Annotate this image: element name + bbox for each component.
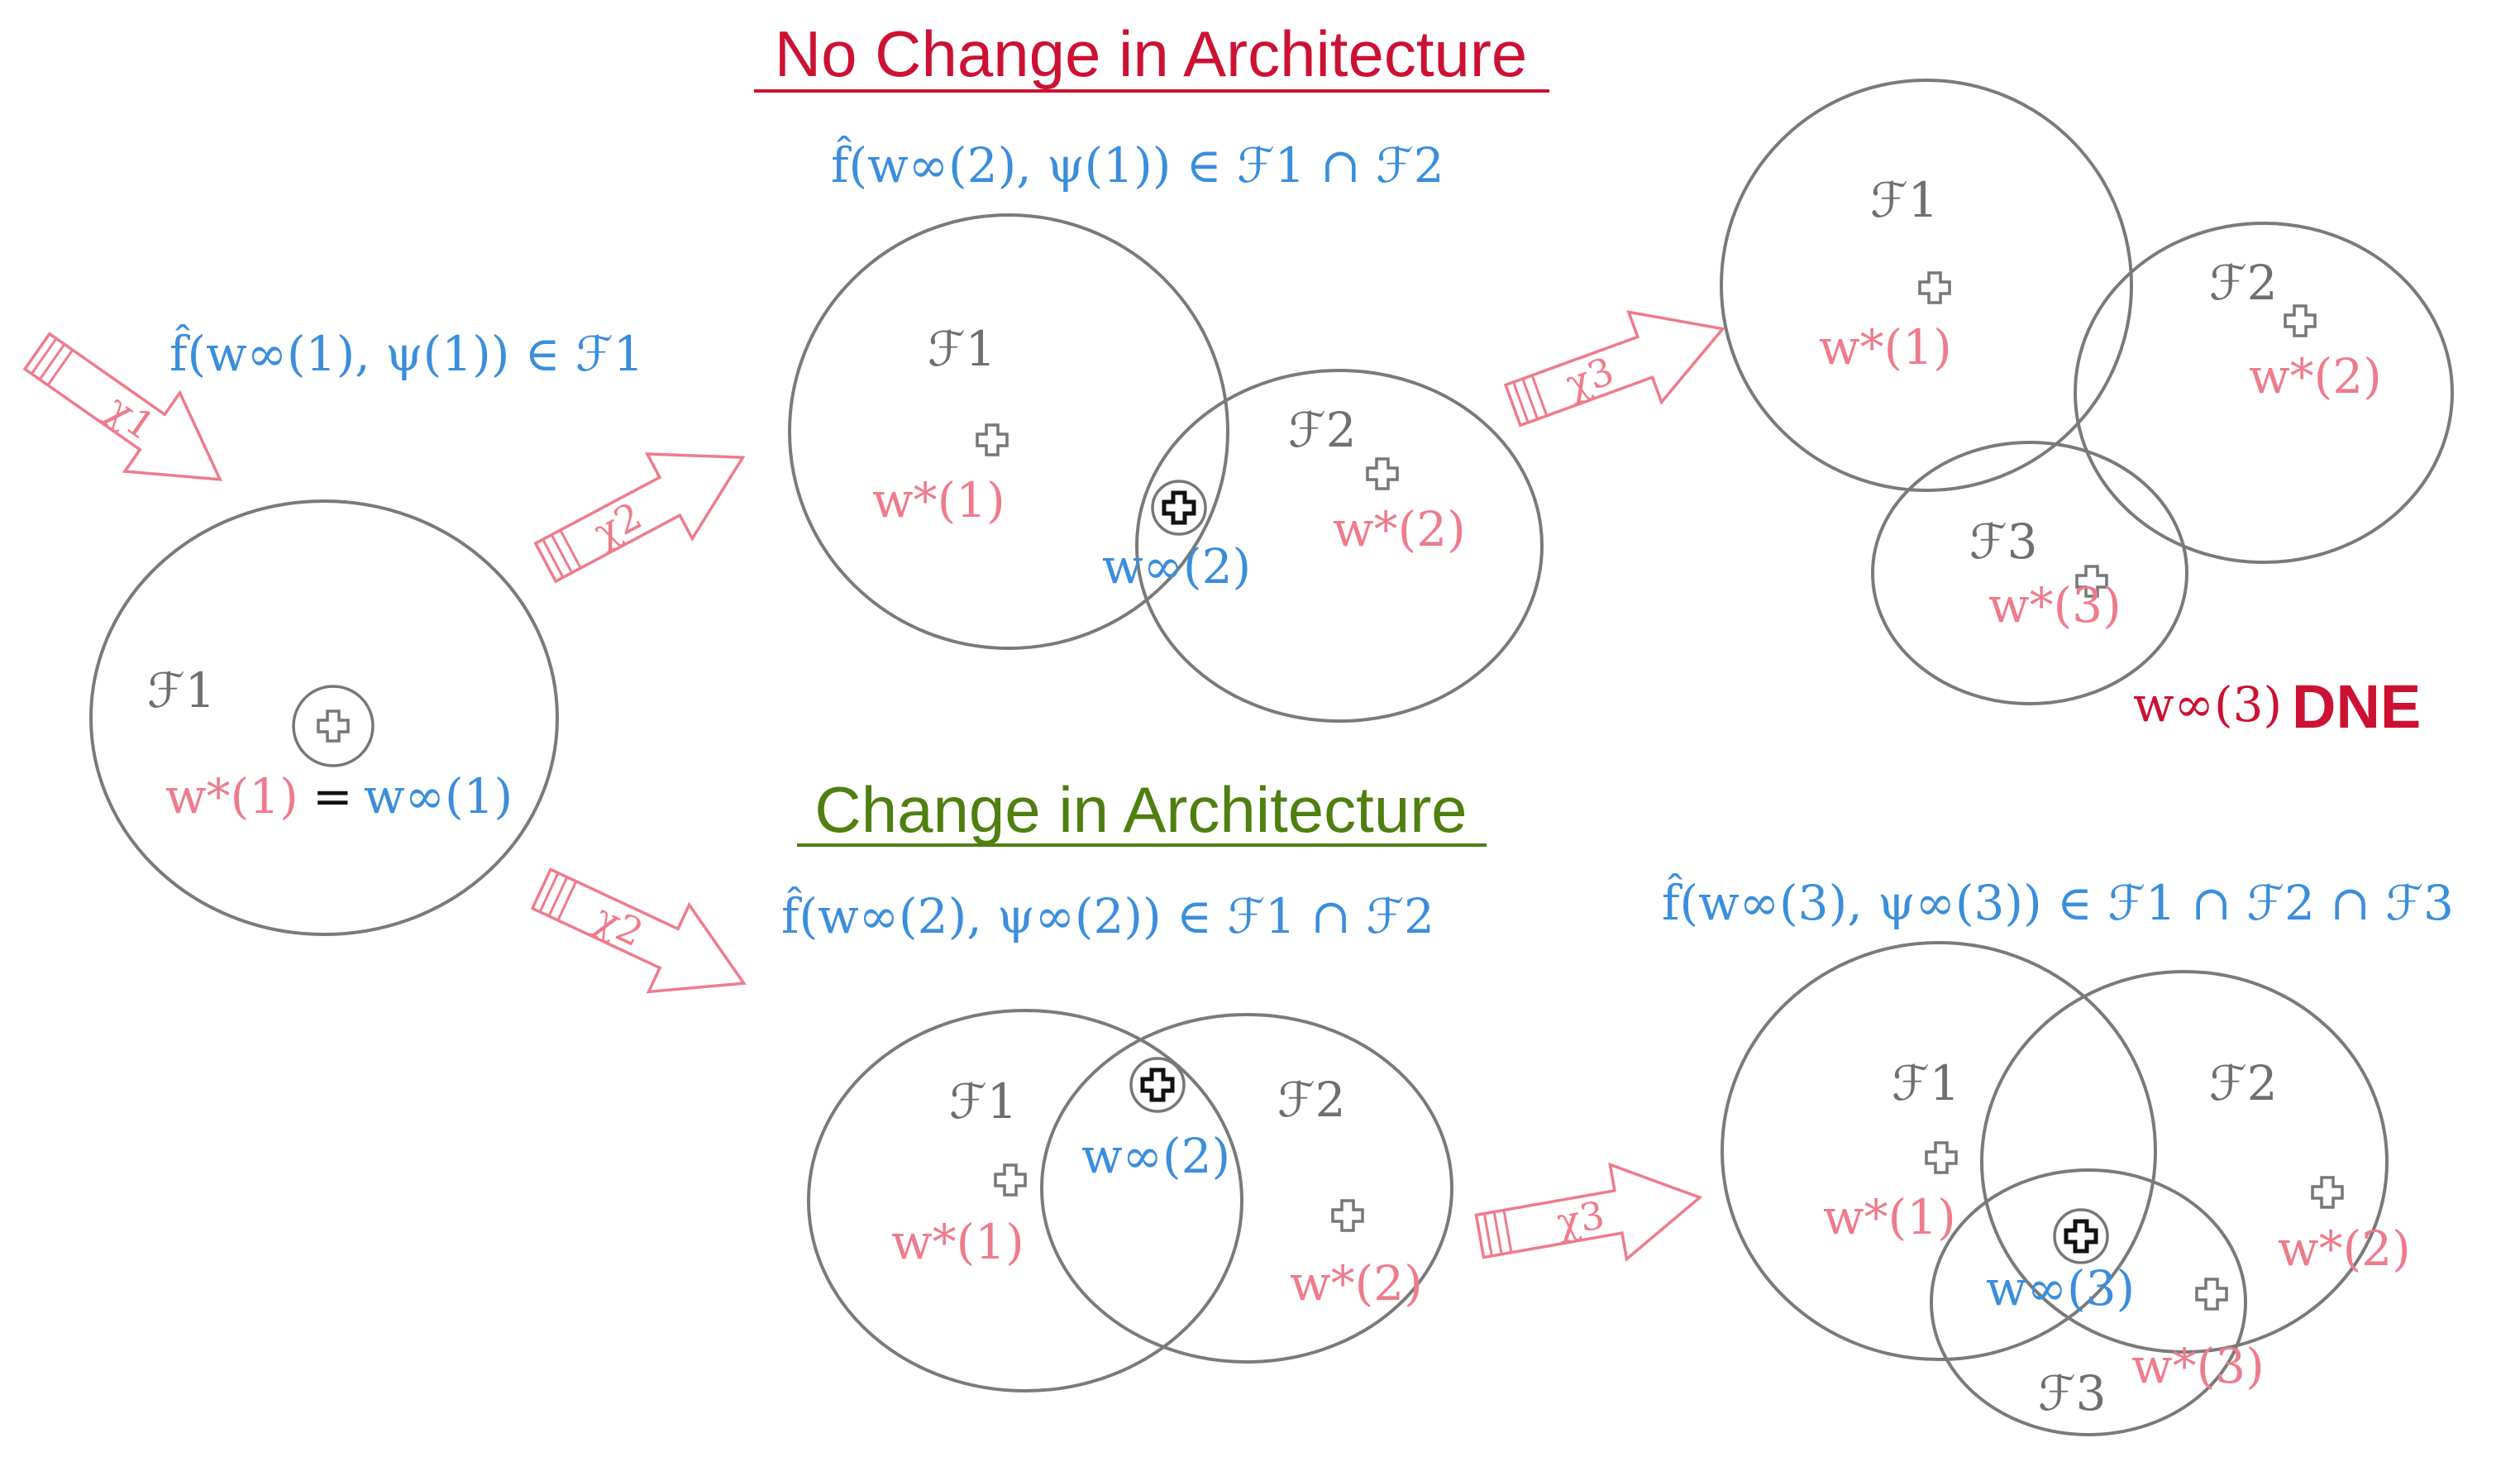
set-f1-circle — [1721, 941, 2157, 1361]
w-star-2-label: w*(2) — [1333, 501, 1466, 557]
arrow-chi2-bottom: χ2 — [519, 843, 766, 1029]
set-f3-circle — [1930, 1168, 2247, 1436]
formula-bottom-right: f̂(w∞(3), ψ∞(3)) ∈ ℱ1 ∩ ℱ2 ∩ ℱ3 — [1662, 872, 2454, 931]
w-star-1-label: w*(1) — [1823, 1189, 1956, 1245]
formula-left: f̂(w∞(1), ψ(1)) ∈ ℱ1 — [169, 323, 644, 382]
set-f2-label: ℱ2 — [1277, 1072, 1346, 1128]
w-star-1-cross — [976, 423, 1009, 456]
equals-sign: = — [313, 768, 353, 824]
set-f1-label: ℱ1 — [949, 1073, 1018, 1130]
w-inf-2-label: w∞(2) — [1102, 538, 1251, 595]
w-star-2-cross — [1366, 457, 1399, 490]
formula-bottom-middle: f̂(w∞(2), ψ∞(2)) ∈ ℱ1 ∩ ℱ2 — [781, 886, 1434, 944]
set-f2-circle — [1135, 369, 1544, 723]
w-star-1-cross — [1925, 1141, 1958, 1174]
bottom-middle-panel: ℱ1 ℱ2 w*(1) w*(2) w∞(2) — [807, 1009, 1453, 1393]
set-f2-circle — [2074, 222, 2454, 564]
top-right-panel: ℱ1 ℱ2 ℱ3 w*(1) w*(2) w*(3) w∞(3) DNE — [1720, 79, 2454, 741]
set-f2-circle — [1040, 1013, 1453, 1364]
arrow-chi3-bottom: χ3 — [1470, 1149, 1710, 1285]
w-star-1-label: w*(1) — [165, 768, 298, 824]
set-f1-label: ℱ1 — [928, 321, 996, 377]
set-f1-circle — [89, 499, 559, 936]
w-star-3-label: w*(3) — [1988, 577, 2121, 633]
set-f1-label: ℱ1 — [147, 662, 216, 719]
left-panel: ℱ1 w*(1) = w∞(1) — [89, 499, 559, 936]
set-f1-label: ℱ1 — [1892, 1055, 1960, 1111]
set-f2-circle — [1980, 970, 2389, 1354]
w-star-2-cross — [1331, 1199, 1364, 1232]
set-f1-circle — [788, 213, 1229, 650]
w-star-1-cross — [994, 1163, 1027, 1197]
w-star-2-cross — [2284, 304, 2317, 337]
w-star-1-label: w*(1) — [872, 472, 1005, 528]
set-f1-label: ℱ1 — [1870, 172, 1939, 228]
arrow-chi2-top: χ2 — [522, 413, 767, 606]
w-star-2-label: w*(2) — [1290, 1255, 1423, 1311]
w-inf-2-label: w∞(2) — [1081, 1128, 1230, 1184]
set-f3-label: ℱ3 — [1969, 514, 2038, 570]
w-inf-3-label: w∞(3) — [1986, 1260, 2135, 1316]
w-star-2-label: w*(2) — [2249, 348, 2382, 404]
w-star-1-label: w*(1) — [891, 1214, 1024, 1270]
w-star-3-cross — [2195, 1278, 2228, 1311]
w-star-2-cross — [2311, 1176, 2344, 1209]
w-inf-3-label: w∞(3) — [2133, 676, 2282, 733]
set-f2-label: ℱ2 — [1288, 402, 1357, 458]
set-f1-circle — [807, 1009, 1243, 1393]
set-f3-circle — [1871, 441, 2188, 705]
w-star-3-label: w*(3) — [2131, 1338, 2265, 1394]
dne-label: DNE — [2292, 672, 2421, 741]
top-middle-panel: ℱ1 ℱ2 w*(1) w*(2) w∞(2) — [788, 213, 1544, 723]
set-f1-circle — [1720, 79, 2133, 492]
formula-top-middle: f̂(w∞(2), ψ(1)) ∈ ℱ1 ∩ ℱ2 — [831, 135, 1444, 193]
arrow-chi3-top: χ3 — [1495, 282, 1741, 452]
title-no-change: No Change in Architecture — [775, 17, 1528, 90]
arrow-chi3-bottom-label: χ3 — [1554, 1192, 1608, 1244]
set-f2-label: ℱ2 — [2209, 255, 2278, 311]
w-inf-1-label: w∞(1) — [364, 768, 513, 824]
w-star-1-label: w*(1) — [1819, 319, 1952, 375]
title-change: Change in Architecture — [814, 773, 1467, 846]
set-f2-label: ℱ2 — [2209, 1055, 2278, 1111]
bottom-right-panel: ℱ1 ℱ2 ℱ3 w*(1) w*(2) w*(3) w∞(3) — [1721, 941, 2411, 1436]
w-star-2-label: w*(2) — [2278, 1221, 2411, 1277]
w-star-1-cross — [1918, 271, 1951, 304]
set-f3-label: ℱ3 — [2038, 1365, 2107, 1421]
